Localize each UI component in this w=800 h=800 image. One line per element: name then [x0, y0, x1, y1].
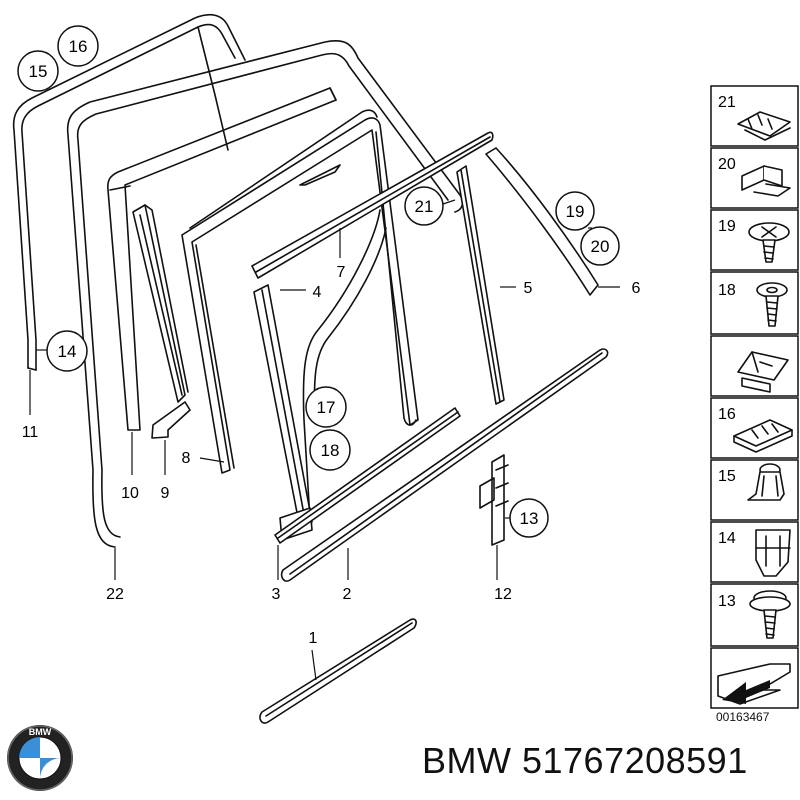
- screw-18-icon: [756, 282, 788, 327]
- label-12: 12: [494, 586, 512, 603]
- svg-text:18: 18: [321, 441, 340, 460]
- screw-19-icon: [748, 222, 790, 263]
- legend-label-13: 13: [718, 593, 736, 610]
- window-regulator-12: [479, 454, 509, 546]
- svg-text:17: 17: [317, 398, 336, 417]
- label-22: 22: [106, 586, 124, 603]
- svg-text:20: 20: [591, 237, 610, 256]
- label-5: 5: [524, 280, 533, 297]
- legend-label-15: 15: [718, 468, 736, 485]
- label-3: 3: [272, 586, 281, 603]
- parts-legend: 21 20 19 18 16 15 14 13: [710, 85, 799, 709]
- callout-17: 17: [305, 386, 347, 428]
- belt-moulding-2: [280, 348, 609, 582]
- clip-21-icon: [737, 111, 791, 141]
- legend-label-14: 14: [718, 530, 736, 547]
- bmw-logo: BMW: [7, 725, 73, 791]
- screw-13-icon: [749, 590, 791, 639]
- svg-text:13: 13: [520, 509, 539, 528]
- callout-15: 15: [17, 50, 59, 92]
- seal-strip-3: [274, 407, 461, 544]
- svg-text:BMW: BMW: [29, 727, 52, 737]
- legend-label-21: 21: [718, 94, 736, 111]
- frame-10: [107, 87, 337, 431]
- seal-6: [485, 147, 599, 296]
- legend-label-16: 16: [718, 406, 736, 423]
- label-9: 9: [161, 485, 170, 502]
- inner-frame: [302, 131, 417, 521]
- callout-13: 13: [509, 498, 549, 538]
- legend-label-18: 18: [718, 282, 736, 299]
- reference-number: 00163467: [716, 710, 770, 724]
- label-6: 6: [632, 280, 641, 297]
- window-channel-8: [181, 109, 419, 474]
- clip-nut-icon: [737, 351, 789, 393]
- upper-trim-7: [251, 131, 494, 279]
- label-11: 11: [22, 424, 39, 441]
- clip-14-icon: [755, 529, 791, 577]
- pillar-5: [456, 165, 505, 405]
- svg-text:14: 14: [58, 342, 77, 361]
- legend-label-20: 20: [718, 156, 736, 173]
- clip-16-icon: [733, 419, 793, 453]
- brand-part-number: BMW 51767208591: [422, 740, 748, 781]
- label-7: 7: [337, 264, 346, 281]
- label-10: 10: [121, 485, 139, 502]
- callout-14: 14: [46, 330, 88, 372]
- label-4: 4: [313, 284, 322, 301]
- legend-label-19: 19: [718, 218, 736, 235]
- svg-text:16: 16: [69, 37, 88, 56]
- door-moulding-1: [259, 618, 417, 724]
- seal-11: [12, 13, 246, 371]
- clip-20-icon: [741, 165, 791, 197]
- guide-rail-9: [132, 204, 191, 439]
- clip-15-icon: [747, 463, 785, 501]
- label-1: 1: [309, 630, 318, 647]
- callout-16: 16: [57, 25, 99, 67]
- label-8: 8: [182, 450, 191, 467]
- direction-arrow-icon: [717, 663, 791, 705]
- callout-18: 18: [309, 429, 351, 471]
- callout-21: 21: [404, 186, 444, 226]
- label-2: 2: [343, 586, 352, 603]
- callout-19: 19: [555, 191, 595, 231]
- svg-text:15: 15: [29, 62, 48, 81]
- svg-text:19: 19: [566, 202, 585, 221]
- callout-20: 20: [580, 226, 620, 266]
- svg-text:21: 21: [415, 197, 434, 216]
